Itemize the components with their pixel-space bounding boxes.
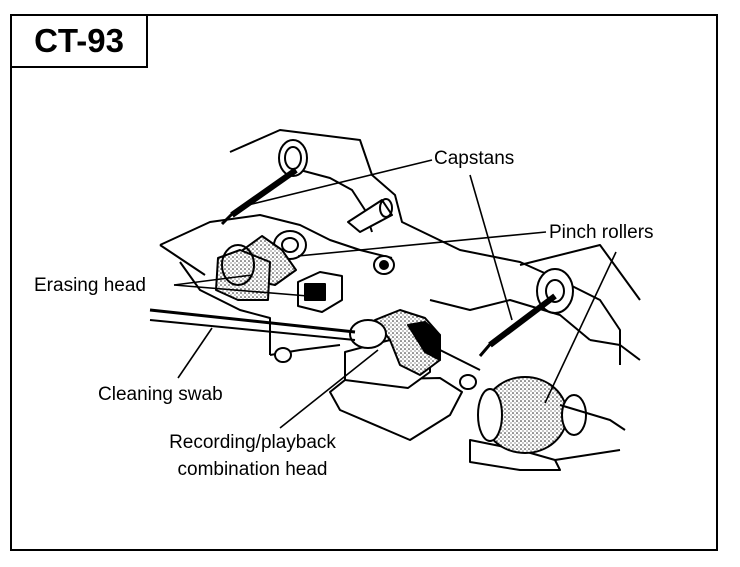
model-number: CT-93: [10, 14, 148, 68]
label-rp-head-line1: Recording/playback: [169, 432, 336, 453]
leader-swab: [177, 327, 213, 379]
leader-erasing-2: [173, 284, 309, 297]
label-pinch-rollers: Pinch rollers: [549, 222, 654, 243]
label-cleaning-swab: Cleaning swab: [98, 384, 223, 405]
label-rp-head: Recording/playback combination head: [150, 432, 355, 481]
cleaning-swab-stick: [149, 308, 356, 334]
lower-capstan: [488, 293, 557, 348]
leader-pinch-2: [544, 251, 617, 404]
leader-rp-head: [279, 349, 379, 429]
chassis-outline: [229, 129, 621, 365]
label-rp-head-line2: combination head: [177, 459, 328, 480]
label-erasing-head: Erasing head: [34, 275, 146, 296]
leader-capstans-2: [469, 174, 513, 321]
leader-erasing-1: [173, 274, 253, 286]
upper-capstan: [230, 167, 298, 218]
upper-capstan-boss: [278, 139, 308, 177]
figure-frame: [10, 14, 718, 551]
leader-pinch-1: [297, 231, 547, 257]
label-capstans: Capstans: [434, 148, 515, 169]
leader-capstans-1: [247, 159, 433, 206]
